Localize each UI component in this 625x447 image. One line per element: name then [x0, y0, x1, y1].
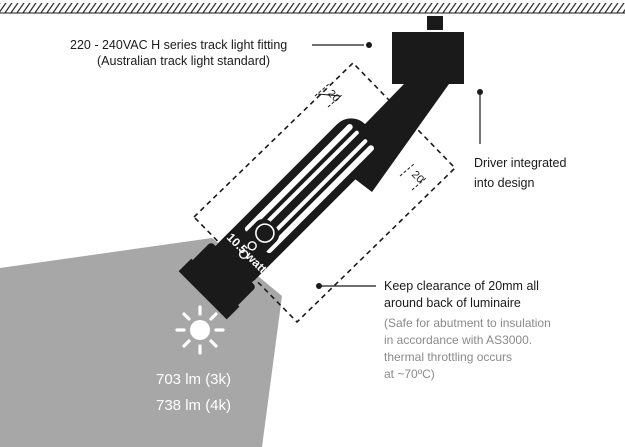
dimension-right-label: 20 [409, 169, 426, 186]
track-fitting [392, 16, 464, 84]
dimension-right: 20 [399, 163, 427, 191]
clearance-label-line2: around back of luminaire [384, 296, 521, 310]
track-fitting-label-line2: (Australian track light standard) [97, 54, 270, 68]
leader-driver [477, 89, 483, 144]
leader-track-fitting [312, 42, 372, 48]
lumens-4k: 738 lm (4k) [156, 397, 231, 414]
clearance-note-line1: (Safe for abutment to insulation [384, 316, 551, 330]
clearance-note-line3: thermal throttling occurs [384, 350, 512, 364]
clearance-boundary [192, 61, 457, 324]
ceiling-hatch [0, 3, 625, 14]
lumens-3k: 703 lm (3k) [156, 371, 231, 388]
driver-label-line1: Driver integrated [474, 156, 566, 170]
clearance-label-line1: Keep clearance of 20mm all [384, 279, 539, 293]
track-fitting-label-line1: 220 - 240VAC H series track light fittin… [70, 38, 287, 52]
leader-clearance [316, 283, 376, 289]
driver-label-line2: into design [474, 176, 535, 190]
dimension-top-label: 20 [325, 88, 342, 105]
luminaire-body [178, 118, 380, 320]
clearance-note-line4: at ~70ºC) [384, 367, 435, 381]
clearance-note-line2: in accordance with AS3000. [384, 333, 532, 347]
sun-icon [175, 305, 225, 355]
